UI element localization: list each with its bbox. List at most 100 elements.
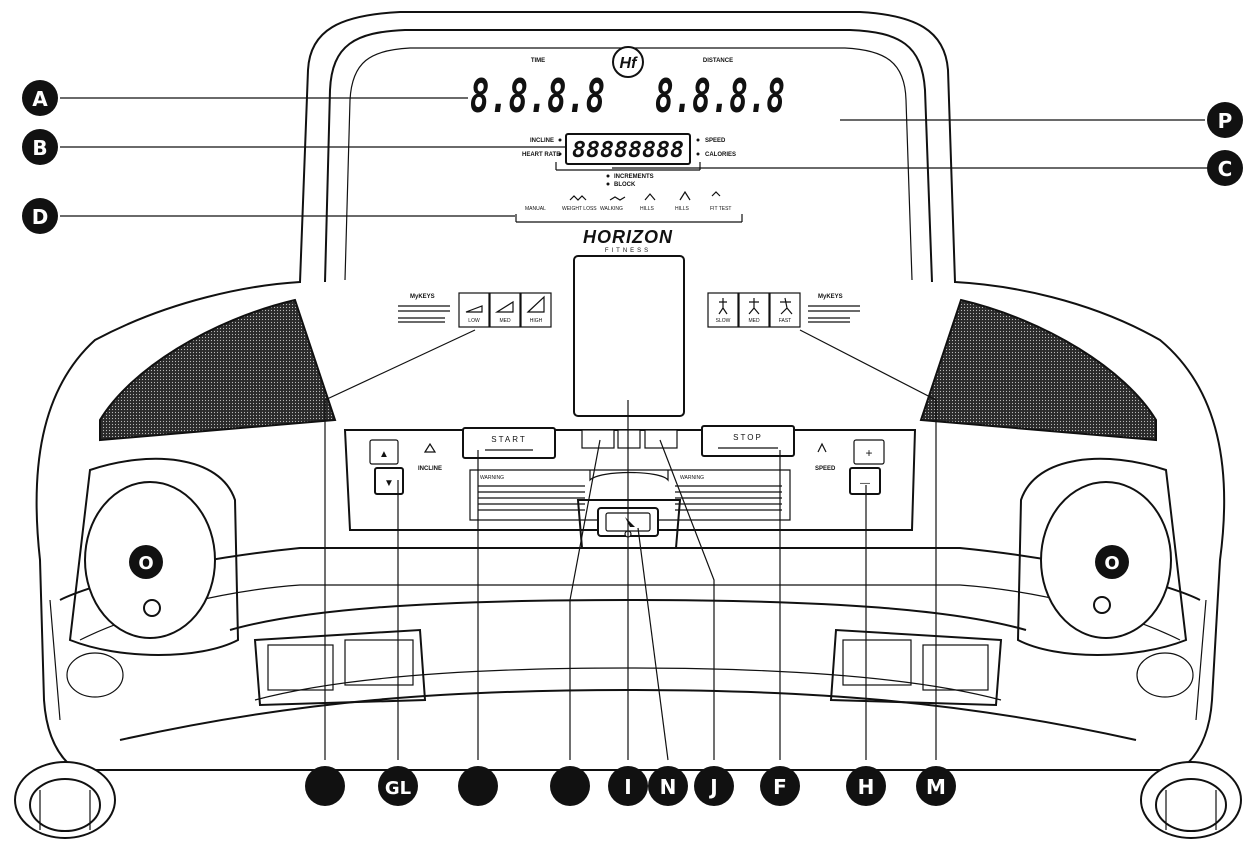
callout-n: N: [648, 766, 688, 806]
start-label: START: [491, 435, 526, 444]
bottom-label-2: BLOCK: [614, 182, 636, 188]
mykey-incline-high-label: HIGH: [530, 318, 543, 324]
callout-gl: GL: [378, 766, 418, 806]
mykeys-left-title: MyKEYS: [410, 294, 435, 300]
center-button-right[interactable]: [644, 429, 678, 449]
brand-subtitle: FITNESS: [605, 248, 651, 254]
callout-d-letter: D: [32, 205, 49, 229]
mykey-speed-fast-label: FAST: [779, 318, 792, 324]
speaker-grille-left: [99, 298, 337, 442]
control-deck: WARNING WARNING ▲ ▼ INCLINE START STOP: [343, 425, 917, 549]
mykey-incline-low-label: LOW: [468, 318, 480, 324]
upper-display: Hf TIME DISTANCE 8.8.8.8 8.8.8.8 8888888…: [470, 46, 785, 254]
incline-label: INCLINE: [418, 466, 442, 472]
callout-unlabeled-1: [305, 766, 345, 806]
start-button[interactable]: START: [462, 427, 556, 459]
left-label-2: HEART RATE: [522, 152, 560, 158]
mykey-speed-slow-label: SLOW: [716, 318, 731, 324]
center-matrix-digits: 88888888: [572, 138, 684, 163]
callout-b: B: [22, 129, 58, 165]
stop-button[interactable]: STOP: [701, 425, 795, 457]
leader-lines: [60, 97, 1215, 761]
right-label-1: SPEED: [705, 138, 726, 144]
callout-n-letter: N: [660, 775, 677, 799]
distance-label: DISTANCE: [703, 58, 733, 64]
mykey-incline-med-button[interactable]: MED: [489, 292, 521, 328]
speed-label: SPEED: [815, 466, 836, 472]
mykey-speed-med-button[interactable]: MED: [738, 292, 770, 328]
handlebar-end-right: [1140, 761, 1242, 839]
mykeys-left: MyKEYS LOW MED HIGH: [398, 292, 552, 328]
program-label-4: HILLS: [640, 206, 655, 212]
incline-down-symbol: ▼: [384, 478, 394, 489]
callout-c-letter: C: [1218, 157, 1233, 181]
callout-unlabeled-2: [458, 766, 498, 806]
callout-o-right: O: [1095, 545, 1129, 579]
callout-i-letter: I: [624, 775, 631, 799]
callout-markers: A B D P C O O GL: [22, 80, 1243, 806]
speed-plus-button[interactable]: +: [853, 439, 885, 465]
callout-p: P: [1207, 102, 1243, 138]
tablet-holder: [573, 255, 685, 417]
callout-f-letter: F: [773, 775, 787, 799]
callout-h: H: [846, 766, 886, 806]
callout-m-letter: M: [926, 775, 946, 799]
callout-f: F: [760, 766, 800, 806]
program-label-2: WEIGHT LOSS: [562, 206, 597, 212]
right-label-2: CALORIES: [705, 152, 736, 158]
speed-plus-symbol: +: [865, 446, 872, 460]
callout-h-letter: H: [858, 775, 875, 799]
callout-gl-letter: GL: [385, 778, 411, 799]
speaker-grille-right: [919, 298, 1157, 442]
callout-o-left-letter: O: [138, 553, 153, 574]
callout-a: A: [22, 80, 58, 116]
callout-i: I: [608, 766, 648, 806]
callout-o-left: O: [129, 545, 163, 579]
program-label-3: WALKING: [600, 206, 623, 212]
logo-mark: Hf: [620, 55, 639, 72]
mykey-incline-low-button[interactable]: LOW: [458, 292, 490, 328]
side-panel-left: [66, 457, 240, 698]
stop-label: STOP: [733, 433, 763, 442]
center-button-left[interactable]: [581, 429, 615, 449]
grip-pads-left: [253, 628, 427, 707]
callout-d: D: [22, 198, 58, 234]
callout-j: J: [694, 766, 734, 806]
program-label-1: MANUAL: [525, 206, 546, 212]
warning-right-label: WARNING: [680, 475, 704, 481]
mykey-incline-high-button[interactable]: HIGH: [520, 292, 552, 328]
callout-c: C: [1207, 150, 1243, 186]
incline-up-button[interactable]: ▲: [369, 439, 399, 465]
program-label-5: HILLS: [675, 206, 690, 212]
center-button-middle[interactable]: [617, 429, 641, 449]
left-label-1: INCLINE: [530, 138, 554, 144]
program-label-6: FIT TEST: [710, 206, 731, 212]
mykey-speed-fast-button[interactable]: FAST: [769, 292, 801, 328]
time-label: TIME: [531, 58, 545, 64]
incline-down-button[interactable]: ▼: [374, 467, 404, 495]
callout-p-letter: P: [1218, 109, 1233, 133]
grip-pads-right: [829, 628, 1003, 707]
callout-a-letter: A: [32, 87, 48, 111]
callout-j-letter: J: [708, 775, 717, 799]
mykey-speed-med-label: MED: [748, 318, 760, 324]
brand-name: HORIZON: [583, 227, 673, 247]
right-seven-seg-digits: 8.8.8.8: [655, 69, 785, 123]
speed-minus-button[interactable]: —: [849, 467, 881, 495]
mykey-speed-slow-button[interactable]: SLOW: [707, 292, 739, 328]
mykeys-right-title: MyKEYS: [818, 294, 843, 300]
incline-up-symbol: ▲: [379, 449, 389, 460]
speed-minus-symbol: —: [860, 478, 870, 489]
callout-m: M: [916, 766, 956, 806]
mykeys-right: MyKEYS SLOW MED FAST: [707, 292, 860, 328]
callout-o-right-letter: O: [1104, 553, 1119, 574]
mykey-incline-med-label: MED: [499, 318, 511, 324]
safety-key-slot[interactable]: [576, 499, 682, 549]
left-seven-seg-digits: 8.8.8.8: [470, 69, 605, 123]
warning-left-label: WARNING: [480, 475, 504, 481]
handlebar-end-left: [14, 761, 116, 839]
callout-b-letter: B: [32, 136, 47, 160]
side-panel-right: [1016, 457, 1194, 698]
bottom-label-1: INCREMENTS: [614, 174, 654, 180]
